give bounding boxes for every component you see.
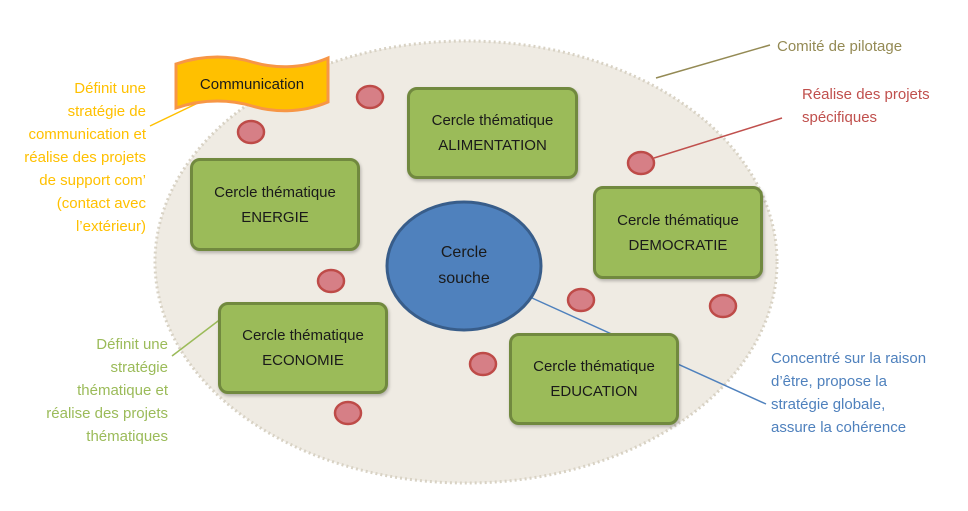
circle-alimentation-line1: Cercle thématique [431, 112, 554, 129]
note-thematique-line: thématiques [86, 428, 168, 445]
note-projets-line: Réalise des projets [802, 86, 930, 103]
connector-thematique [171, 317, 223, 357]
circle-economie-line1: Cercle thématique [242, 327, 364, 344]
connector-lines [149, 44, 783, 405]
circle-education-line1: Cercle thématique [533, 358, 655, 375]
note-communication-line: Définit une [74, 80, 146, 97]
core-circle [385, 200, 543, 332]
core-line1: Cercle [440, 244, 488, 261]
note-souche-line: assure la cohérence [771, 419, 907, 436]
circle-democratie: Cercle thématique DEMOCRATIE [593, 186, 763, 279]
circle-education: Cercle thématique EDUCATION [509, 333, 679, 425]
note-communication-line: l’extérieur) [75, 218, 146, 235]
communication-banner-label: Communication [199, 75, 305, 93]
note-souche-line: Concentré sur la raison [771, 350, 927, 367]
circle-education-line2: EDUCATION [550, 383, 638, 400]
circle-democratie-line1: Cercle thématique [617, 211, 739, 229]
note-communication-line: réalise des projets [24, 149, 146, 166]
core-circle-label: Cercle souche [386, 201, 542, 331]
project-circle [626, 150, 656, 176]
circle-democratie-line2: DEMOCRATIE [628, 236, 728, 254]
communication-banner [174, 55, 330, 113]
note-souche-line: d’être, propose la [771, 373, 887, 390]
circle-economie: Cercle thématique ECONOMIE [218, 302, 388, 394]
connector-pilotage [655, 44, 771, 79]
note-thematique-line: Définit une [96, 336, 168, 353]
circle-alimentation: Cercle thématique ALIMENTATION [407, 87, 578, 179]
connector-projets [653, 117, 783, 159]
connector-communication [149, 101, 201, 127]
project-circle [333, 400, 363, 426]
note-comite-pilotage: Comité de pilotage [777, 35, 902, 58]
circle-economie-line2: ECONOMIE [262, 352, 344, 369]
note-thematique-line: thématique et [77, 382, 168, 399]
note-communication-line: communication et [28, 126, 146, 143]
project-circle [316, 268, 346, 294]
project-circle [355, 84, 385, 110]
project-circle [468, 351, 498, 377]
circle-energie: Cercle thématique ENERGIE [190, 158, 360, 251]
circle-energie-line2: ENERGIE [241, 208, 309, 226]
note-thematique: Définit une stratégie thématique et réal… [46, 333, 168, 448]
note-communication: Définit une stratégie de communication e… [24, 77, 146, 238]
note-thematique-line: stratégie [110, 359, 168, 376]
note-souche-line: stratégie globale, [771, 396, 886, 413]
note-thematique-line: réalise des projets [46, 405, 168, 422]
project-circle [236, 119, 266, 145]
project-circle [566, 287, 596, 313]
core-line2: souche [438, 270, 490, 287]
circle-energie-line1: Cercle thématique [214, 183, 336, 201]
note-communication-line: de support com’ [39, 172, 146, 189]
note-communication-line: (contact avec [56, 195, 146, 212]
small-circles [236, 84, 738, 426]
note-projets-line: spécifiques [802, 109, 878, 126]
note-pilotage-line: Comité de pilotage [777, 38, 903, 55]
circle-alimentation-line2: ALIMENTATION [438, 137, 547, 154]
note-communication-line: stratégie de [67, 103, 146, 120]
note-cercle-souche: Concentré sur la raison d’être, propose … [771, 347, 926, 439]
note-projets-specifiques: Réalise des projets spécifiques [802, 83, 930, 129]
project-circle [708, 293, 738, 319]
